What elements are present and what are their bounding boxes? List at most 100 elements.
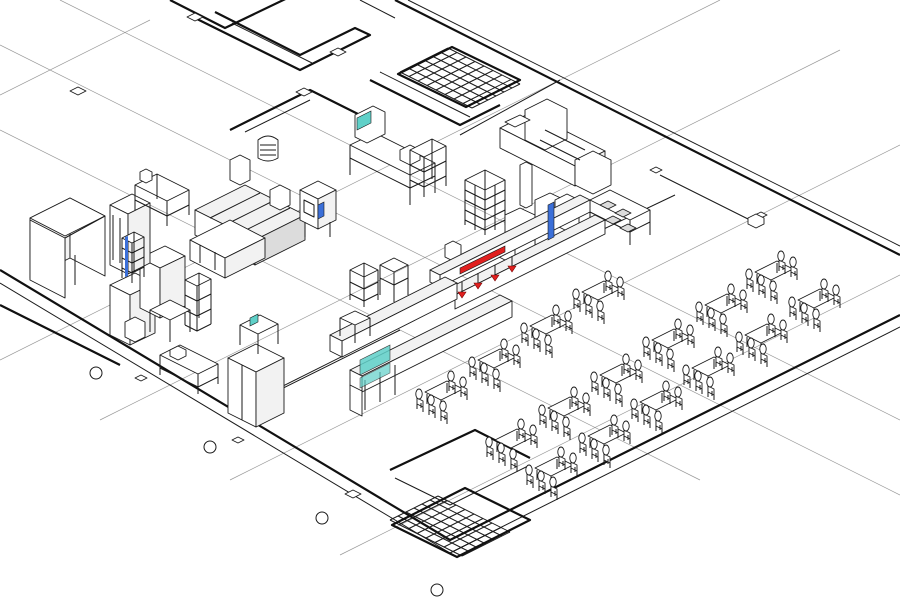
dining-chair: [694, 370, 703, 395]
floor-grating: [399, 47, 521, 109]
dining-chair: [427, 394, 436, 419]
dining-chair: [590, 438, 599, 463]
grid-bubble: [430, 583, 444, 597]
dining-chair: [415, 388, 424, 413]
dining-chair: [529, 424, 538, 449]
dining-chair: [634, 359, 643, 384]
dining-chair: [584, 294, 593, 319]
dining-table-set: [642, 318, 695, 373]
dining-table-set: [485, 418, 538, 473]
dining-chair: [706, 376, 715, 401]
dining-chair: [549, 476, 558, 501]
dining-table-set: [525, 446, 578, 501]
grid-line: [99, 49, 841, 421]
dining-chair: [459, 376, 468, 401]
dining-chair: [468, 356, 477, 381]
dining-chair: [719, 313, 728, 338]
display-case: [359, 362, 391, 389]
dining-chair: [578, 432, 587, 457]
dining-chair: [735, 331, 744, 356]
dining-chair: [590, 371, 599, 396]
dining-table-set: [695, 283, 748, 338]
dining-chair: [832, 284, 841, 309]
dining-chair: [538, 404, 547, 429]
grid-line: [0, 129, 701, 481]
dining-chair: [525, 464, 534, 489]
monitor-screen: [249, 313, 259, 327]
grid-bubble: [315, 511, 329, 525]
grid-line: [0, 19, 151, 96]
walk-in-cooler: [29, 197, 106, 299]
dining-table-set: [415, 370, 468, 425]
kitchen-equipment: [29, 98, 651, 428]
dining-chair: [572, 288, 581, 313]
dining-chair: [614, 383, 623, 408]
prep-table-left: [134, 168, 190, 226]
monitor-screen: [356, 110, 372, 131]
wire-shelving: [184, 272, 212, 332]
dining-table-set: [572, 270, 625, 325]
dining-chair: [726, 352, 735, 377]
servery-counter: [329, 194, 606, 417]
dining-chair: [739, 289, 748, 314]
combi-oven: [299, 180, 337, 237]
dining-chair: [602, 444, 611, 469]
prep-table-lower: [159, 344, 219, 394]
dining-chair: [520, 322, 529, 347]
grid-line: [339, 274, 900, 556]
grid-bubble: [203, 440, 217, 454]
dining-table-set: [735, 313, 788, 368]
dining-chair: [562, 416, 571, 441]
dining-chair: [622, 420, 631, 445]
display-case: [359, 344, 391, 376]
grating-frame: [396, 45, 522, 109]
dining-table-set: [788, 278, 841, 333]
dining-chair: [779, 319, 788, 344]
dining-chair: [674, 386, 683, 411]
mixer: [229, 135, 291, 211]
prep-table-small: [124, 299, 191, 343]
dining-table-set: [745, 250, 798, 305]
dining-chair: [480, 362, 489, 387]
oven-panel: [317, 201, 325, 220]
dining-chair: [789, 256, 798, 281]
equipment-accents: [125, 110, 555, 389]
counter-red-panel: [459, 245, 506, 275]
dining-table-set: [538, 386, 591, 441]
dining-chair: [492, 368, 501, 393]
dining-chair: [769, 280, 778, 305]
dining-chair: [544, 334, 553, 359]
cooking-island: [189, 184, 306, 279]
grid-line: [0, 0, 721, 361]
dishwash-line: [499, 98, 612, 195]
dining-table-set: [630, 380, 683, 435]
grid-markers: [69, 12, 768, 597]
dining-table-set: [682, 346, 735, 401]
dining-chair: [439, 400, 448, 425]
dining-chair: [707, 307, 716, 332]
walls: [0, 0, 900, 554]
dining-chair: [497, 442, 506, 467]
dining-chair: [602, 377, 611, 402]
dining-chair: [812, 308, 821, 333]
dining-chair: [630, 398, 639, 423]
dining-chair: [596, 300, 605, 325]
dining-chair: [788, 296, 797, 321]
dining-chair: [537, 470, 546, 495]
electrical-panel: [747, 213, 765, 229]
tall-rack-center: [464, 169, 506, 235]
dining-chair: [512, 344, 521, 369]
dining-chair: [642, 336, 651, 361]
dining-chair: [682, 364, 691, 389]
dining-chair: [654, 342, 663, 367]
upper-prep-station: [349, 105, 447, 205]
dining-chair: [485, 436, 494, 461]
dining-chair: [695, 301, 704, 326]
dining-chair: [747, 337, 756, 362]
rack-edge: [125, 236, 128, 277]
dining-chair: [550, 410, 559, 435]
wire-shelving-center: [339, 257, 409, 343]
dining-chair: [745, 268, 754, 293]
